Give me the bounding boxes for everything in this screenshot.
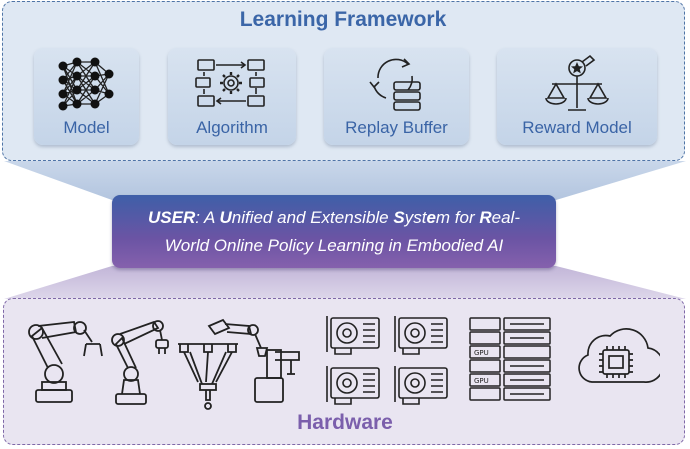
- user-system-box: USER: A Unified and Extensible System fo…: [112, 195, 556, 268]
- title-part: R: [479, 208, 492, 227]
- title-part: m for: [435, 208, 480, 227]
- title-part: S: [393, 208, 405, 227]
- neural-network-icon: [58, 57, 113, 111]
- hardware-panel: [3, 298, 685, 445]
- title-part: yst: [404, 208, 427, 227]
- top-funnel: [4, 161, 686, 200]
- replay-buffer-label: Replay Buffer: [345, 118, 448, 137]
- system-title-line1: USER: A Unified and Extensible System fo…: [112, 208, 556, 228]
- replay-buffer-card: Replay Buffer: [324, 48, 469, 145]
- cloud-chip-icon: [578, 328, 660, 383]
- algorithm-label: Algorithm: [196, 118, 268, 137]
- collaborative-robot-arm-icon: [111, 320, 169, 405]
- title-part: : A: [195, 208, 220, 227]
- reward-scale-icon: [545, 54, 609, 111]
- title-part: eal-: [491, 208, 520, 227]
- industrial-robot-arm-icon: [28, 321, 103, 403]
- bottom-funnel: [4, 266, 686, 299]
- model-card: Model: [34, 48, 139, 145]
- model-label: Model: [63, 118, 110, 137]
- delta-robot-icon: [178, 343, 238, 410]
- title-part: e: [426, 208, 436, 227]
- scara-robot-icon: [207, 318, 300, 403]
- reward-model-label: Reward Model: [522, 118, 632, 137]
- algorithm-card: Algorithm: [168, 48, 296, 145]
- replay-buffer-icon: [368, 58, 421, 111]
- reward-model-card: Reward Model: [497, 48, 657, 145]
- title-part: U: [219, 208, 232, 227]
- title-part: nified and Extensible: [231, 208, 394, 227]
- algorithm-flow-icon: [195, 59, 265, 107]
- system-title-line2: World Online Policy Learning in Embodied…: [164, 236, 504, 255]
- gpu-server-rack-icon: GPU GPU: [469, 317, 551, 401]
- learning-framework-title: Learning Framework: [239, 8, 447, 31]
- svg-text:GPU: GPU: [474, 377, 489, 385]
- title-user: USER: [147, 208, 196, 227]
- svg-text:GPU: GPU: [474, 349, 489, 357]
- hardware-title: Hardware: [297, 411, 393, 434]
- gpu-card-icon: [326, 316, 448, 405]
